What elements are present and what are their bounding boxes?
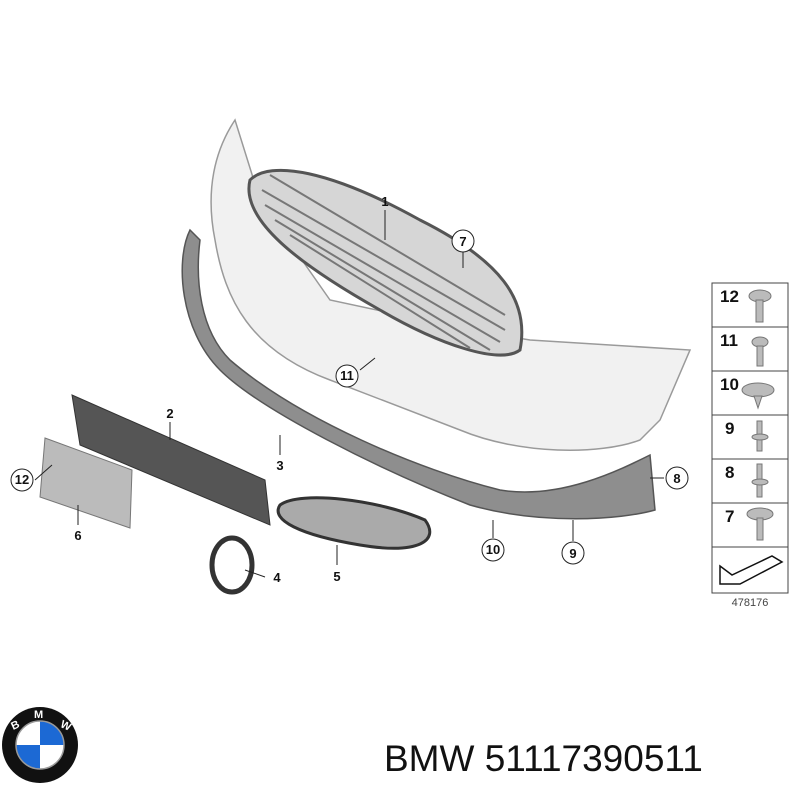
nut-10-icon bbox=[741, 382, 775, 398]
svg-text:2: 2 bbox=[166, 406, 173, 421]
leader-lines bbox=[34, 210, 664, 578]
callout-4: 4 bbox=[273, 570, 281, 585]
grille-slats bbox=[261, 174, 506, 351]
svg-text:10: 10 bbox=[720, 375, 739, 394]
fog-light-trim bbox=[276, 496, 432, 550]
svg-text:11: 11 bbox=[720, 331, 738, 350]
svg-text:8: 8 bbox=[725, 463, 734, 482]
svg-text:9: 9 bbox=[725, 419, 734, 438]
callout-6: 6 bbox=[74, 528, 81, 543]
bmw-logo: B M W bbox=[2, 707, 78, 783]
svg-text:3: 3 bbox=[276, 458, 283, 473]
fog-light-ring bbox=[209, 535, 255, 595]
svg-text:8: 8 bbox=[673, 471, 680, 486]
callout-7: 7 bbox=[451, 229, 475, 253]
svg-text:6: 6 bbox=[74, 528, 81, 543]
svg-text:5: 5 bbox=[333, 569, 340, 584]
callout-1: 1 bbox=[381, 194, 388, 209]
svg-text:7: 7 bbox=[459, 234, 466, 249]
callout-12: 12 bbox=[10, 468, 34, 492]
svg-text:478176: 478176 bbox=[732, 597, 769, 609]
callout-8: 8 bbox=[665, 466, 689, 490]
svg-text:M: M bbox=[34, 709, 43, 721]
svg-text:10: 10 bbox=[486, 542, 500, 557]
lower-spoiler bbox=[181, 228, 656, 520]
callout-11: 11 bbox=[335, 364, 359, 388]
center-grille-insert bbox=[71, 394, 271, 526]
svg-text:12: 12 bbox=[15, 472, 29, 487]
svg-text:4: 4 bbox=[273, 570, 281, 585]
callout-9: 9 bbox=[561, 541, 585, 565]
svg-text:1: 1 bbox=[381, 194, 388, 209]
callout-10: 10 bbox=[481, 538, 505, 562]
license-plate-base bbox=[39, 437, 133, 529]
svg-text:7: 7 bbox=[725, 507, 734, 526]
part-number-caption: BMW 51117390511 bbox=[384, 738, 703, 779]
callout-5: 5 bbox=[333, 569, 340, 584]
svg-text:11: 11 bbox=[340, 368, 354, 383]
fastener-legend: 12 11 10 9 8 7 478176 bbox=[711, 282, 789, 609]
bumper-cover bbox=[210, 118, 692, 451]
svg-text:12: 12 bbox=[720, 287, 739, 306]
callout-3: 3 bbox=[276, 458, 283, 473]
direction-arrow-icon bbox=[719, 555, 784, 585]
svg-text:9: 9 bbox=[569, 546, 576, 561]
grille bbox=[247, 168, 524, 357]
callout-2: 2 bbox=[166, 406, 173, 421]
